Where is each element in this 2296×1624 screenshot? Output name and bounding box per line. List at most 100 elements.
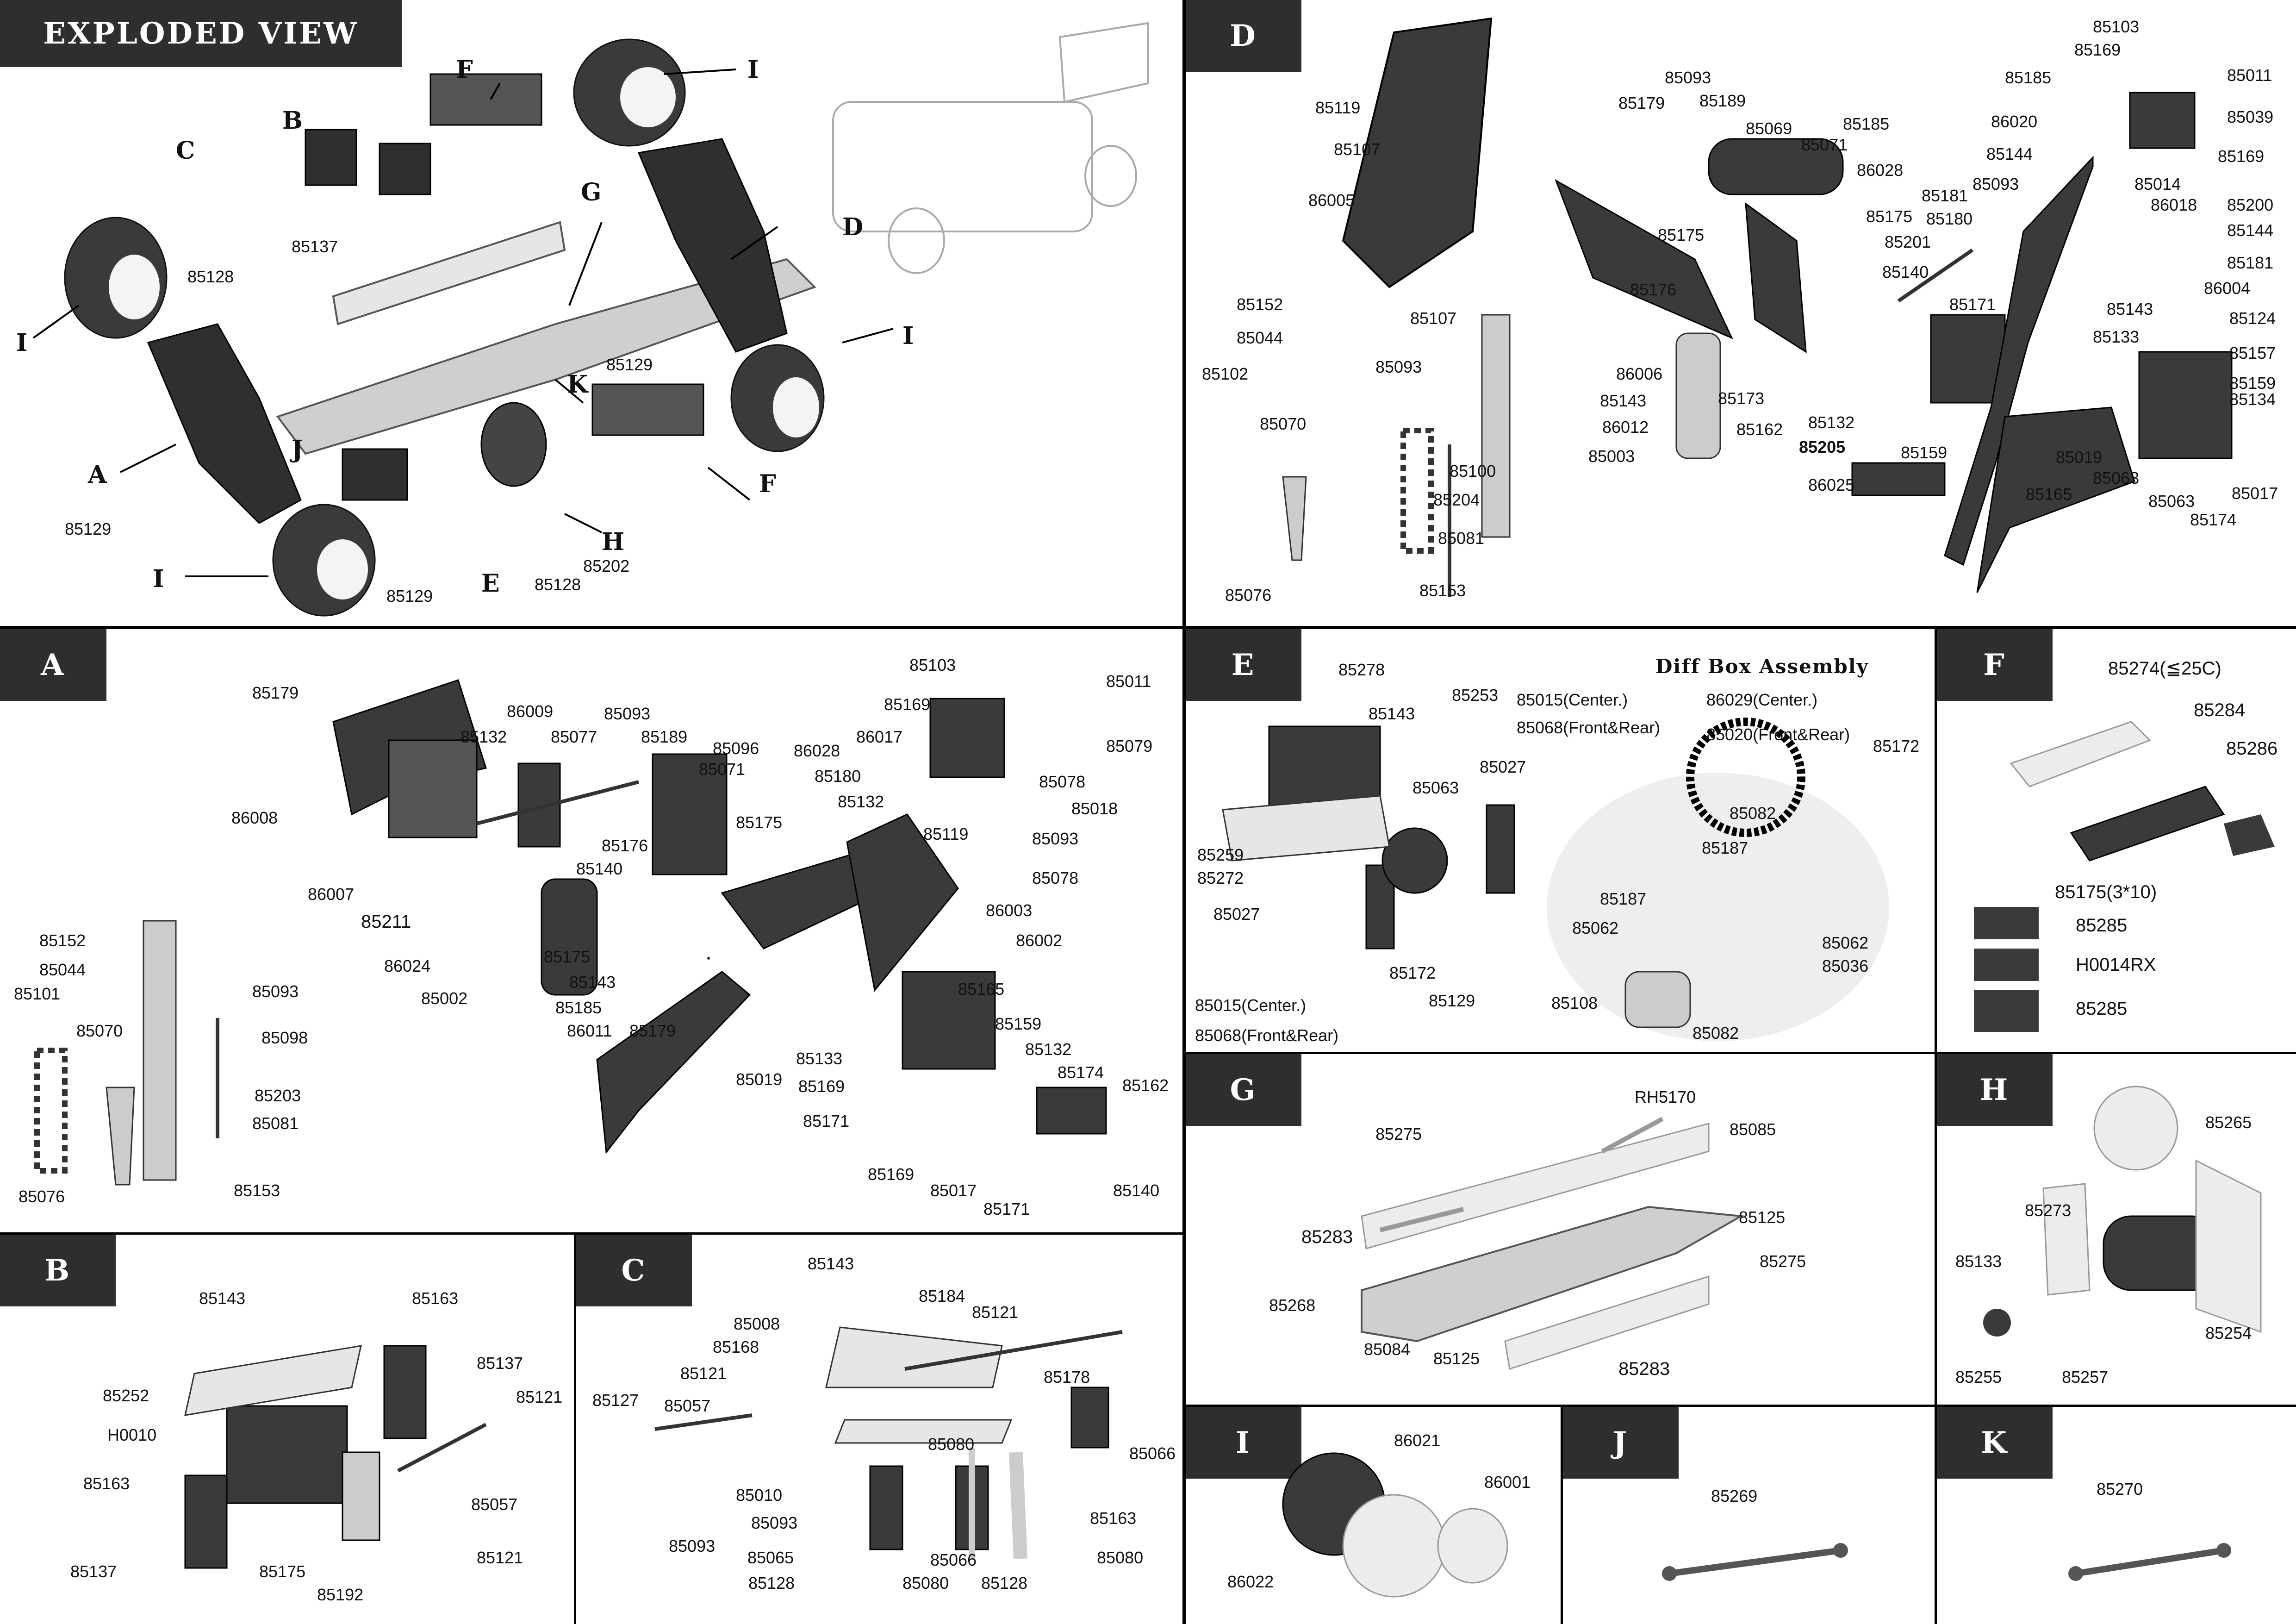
chassis-plate-illustration [1361,1117,1744,1370]
part-number: 85257 [2062,1368,2109,1387]
front-suspension-illustration [34,679,1107,1186]
part-number: 85187 [1702,838,1748,857]
part-number: 85259 [1197,845,1244,864]
part-number: 85003 [1588,447,1635,466]
part-number: 85133 [796,1049,843,1068]
part-number: 85274(≦25C) [2108,658,2221,679]
part-number: 85162 [1736,420,1783,439]
part-number: 85184 [919,1287,965,1305]
part-number: 85121 [680,1364,727,1383]
divider [574,1232,576,1624]
part-number: 85169 [884,695,931,714]
panel-c: C 85143 85184 85008 85121 85168 85121 85… [576,1235,1182,1624]
part-number: 85253 [1452,686,1499,705]
callout-i: I [16,329,28,357]
part-number: 85066 [930,1550,977,1569]
part-number: 85285 [2076,999,2128,1019]
part-number: 85172 [1389,963,1436,982]
panel-title: B [0,1235,116,1306]
part-number: 85008 [734,1314,780,1333]
panel-title: A [0,629,106,701]
part-number: 85204 [1433,490,1480,509]
callout-i: I [153,565,164,593]
part-number: 85076 [1225,586,1272,605]
part-number: 85265 [2205,1113,2252,1132]
part-number: 85076 [19,1187,65,1206]
part-number: 85129 [1429,991,1475,1010]
part-number: 85153 [1419,581,1466,600]
part-number: 85152 [39,931,86,950]
part-number: 85201 [1885,232,1931,251]
part-number: 85163 [412,1289,459,1308]
part-number: 85063 [2093,468,2140,487]
part-number: 85134 [2229,390,2276,409]
part-number: 85275 [1375,1124,1422,1143]
part-number: 85128 [981,1574,1028,1593]
panel-f: F 85274(≦25C) 85284 85286 85175(3*10) 85… [1937,629,2296,1052]
wheel-illustration [1282,1452,1508,1598]
part-number: 85165 [958,980,1005,999]
part-number: 86008 [231,808,278,827]
steering-illustration [654,1326,1123,1559]
part-number: 85159 [995,1014,1042,1033]
part-number: 85080 [902,1574,949,1593]
part-number: 85057 [471,1495,518,1514]
part-number: 85125 [1739,1208,1786,1227]
panel-j: J 85269 [1563,1407,1935,1624]
divider [1935,626,1937,1405]
part-number: 85176 [1630,280,1677,299]
part-number: 86012 [1602,418,1649,437]
part-number: 86024 [384,956,431,975]
part-number: 85140 [1882,262,1929,281]
part-number: 85189 [641,727,688,746]
part-number: 85119 [923,824,969,843]
part-number: 85011 [1106,672,1151,691]
part-number: 85180 [1926,209,1973,228]
part-number: 85010 [736,1486,783,1505]
part-number: 85039 [2227,107,2274,126]
part-number: 85068(Front&Rear) [1517,718,1661,737]
part-number: 85132 [460,727,507,746]
panel-title: D [1186,0,1301,72]
part-number: 85175 [1866,207,1913,226]
part-number: 85165 [2026,485,2072,504]
part-number: 85273 [2025,1201,2072,1220]
part-number: 85144 [2227,221,2274,240]
part-number: 85093 [252,982,299,1001]
part-number: 85284 [2194,700,2246,720]
part-number: 85174 [1058,1063,1104,1082]
part-number: 85176 [602,836,648,855]
part-number: 85286 [2226,738,2278,759]
panel-a: A 85179 86009 85093 85132 85077 8518 [0,629,1182,1232]
part-number: 85108 [1551,993,1598,1012]
part-number: 85002 [421,989,468,1008]
part-number: 86028 [794,741,840,760]
part-number: 85143 [2107,300,2153,319]
part-number: 86003 [986,901,1033,920]
part-number: 85163 [83,1474,130,1493]
part-number: 86020 [1991,112,2038,131]
part-number: 85137 [292,237,338,256]
part-number: 85027 [1213,905,1260,924]
callout-e: E [481,569,500,598]
part-number: 85179 [252,683,299,702]
part-number: 85285 [2076,915,2128,936]
part-number: 85179 [1618,94,1665,112]
part-number: 85200 [2227,195,2274,214]
part-number: 86004 [2204,279,2251,298]
part-number: 85107 [1334,140,1381,159]
part-number: 85275 [1760,1252,1806,1271]
callout-j: J [292,435,303,463]
part-number: 86001 [1484,1473,1531,1492]
part-number: 86009 [507,702,554,721]
part-number: 85185 [2005,68,2052,87]
part-number: 85027 [1480,757,1526,776]
part-number: 85162 [1122,1076,1169,1095]
part-number: 85044 [1237,328,1283,347]
panel-d: D 85103 85169 85011 85093 85185 85039 85… [1186,0,2296,626]
part-number: 85078 [1032,868,1079,887]
panel-title: K [1937,1407,2053,1479]
part-number: 86011 [567,1021,612,1040]
part-number: 85132 [1025,1040,1072,1059]
part-number: 85077 [551,727,597,746]
